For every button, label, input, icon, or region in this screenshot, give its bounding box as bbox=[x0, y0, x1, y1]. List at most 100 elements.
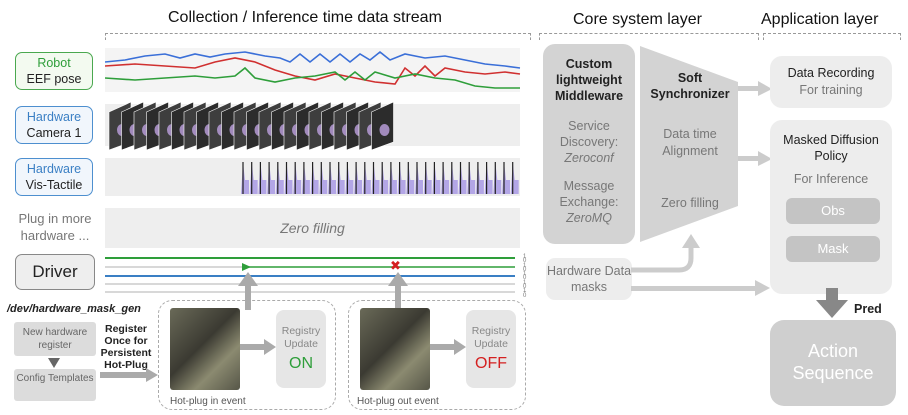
robot-strip bbox=[105, 48, 520, 92]
tactile-frame bbox=[441, 162, 450, 194]
camera-frames bbox=[108, 101, 394, 151]
middleware-box: Custom lightweight Middleware Service Di… bbox=[543, 44, 635, 244]
mask-level-label: 1 bbox=[523, 254, 527, 260]
tactile-tag: Hardware Vis-Tactile bbox=[15, 158, 93, 196]
hardware-masks-label: Hardware Data masks bbox=[546, 264, 632, 294]
robot-tag-line2: EEF pose bbox=[26, 72, 82, 86]
arrow-to-recording bbox=[738, 81, 772, 96]
tactile-tag-line2: Vis-Tactile bbox=[25, 178, 83, 192]
tactile-frame bbox=[449, 162, 458, 194]
camera-tag: Hardware Camera 1 bbox=[15, 106, 93, 144]
tactile-frame bbox=[502, 162, 510, 194]
synchronizer-shape bbox=[640, 46, 738, 242]
arrow-right-in bbox=[240, 339, 276, 355]
register-note-line4: Hot-Plug bbox=[104, 359, 148, 371]
camera-tag-line2: Camera 1 bbox=[26, 126, 82, 140]
tactile-frame bbox=[362, 162, 371, 194]
zero-filling-label: Zero filling bbox=[280, 220, 345, 236]
tactile-frame bbox=[345, 162, 354, 194]
mask-level-label: 0 bbox=[523, 266, 527, 273]
mask-level-label: 1 bbox=[523, 271, 527, 278]
tactile-frame bbox=[267, 162, 276, 194]
message-exchange-impl: ZeroMQ bbox=[566, 211, 612, 225]
application-bracket bbox=[763, 33, 901, 40]
service-discovery-label: Service Discovery: bbox=[559, 119, 619, 149]
tactile-frame bbox=[293, 162, 302, 194]
hotplug-out-marker: ✖ bbox=[390, 259, 401, 274]
camera-frame-highlight bbox=[379, 124, 390, 136]
arrow-down-register bbox=[48, 358, 60, 368]
tactile-frame bbox=[284, 162, 293, 194]
hardware-mask-lines: ✖ bbox=[105, 257, 515, 293]
hotplug-out-photo bbox=[360, 308, 430, 390]
time-alignment-label: Data time Alignment bbox=[662, 127, 718, 158]
driver-path: /dev/hardware_mask_gen bbox=[7, 303, 141, 315]
tactile-frame bbox=[258, 162, 267, 194]
registry-state-off: OFF bbox=[475, 355, 507, 372]
diffusion-policy-title: Masked Diffusion Policy bbox=[783, 133, 879, 163]
tactile-frame bbox=[354, 162, 363, 194]
tactile-frame bbox=[380, 162, 389, 194]
registry-update-in-label: Registry Update bbox=[281, 325, 321, 350]
arrow-up-in bbox=[238, 272, 258, 310]
tactile-frame bbox=[406, 162, 415, 194]
zero-filling-strip bbox=[105, 208, 520, 248]
register-note-line2: Once for bbox=[104, 335, 148, 347]
arrow-right-out bbox=[430, 339, 466, 355]
collection-header: Collection / Inference time data stream bbox=[168, 9, 442, 26]
robot-tag-line1: Robot bbox=[37, 56, 71, 70]
application-header: Application layer bbox=[761, 11, 879, 28]
hotplug-out-caption: Hot-plug out event bbox=[357, 396, 439, 407]
tactile-frame bbox=[371, 162, 380, 194]
mask-level-label: 0 bbox=[523, 292, 527, 299]
data-recording-box: Data Recording For training bbox=[770, 56, 892, 108]
registry-update-out-label: Registry Update bbox=[471, 325, 511, 350]
tactile-frame bbox=[388, 162, 397, 194]
message-exchange-label: Message Exchange: bbox=[559, 179, 619, 209]
plug-more-line1: Plug in more bbox=[18, 211, 92, 226]
tactile-frame bbox=[510, 162, 519, 194]
sync-zero-filling-label: Zero filling bbox=[661, 196, 719, 210]
camera-tag-line1: Hardware bbox=[26, 110, 82, 124]
arrow-up-out bbox=[388, 272, 408, 310]
tactile-frame bbox=[415, 162, 423, 194]
tactile-frames bbox=[241, 162, 519, 194]
register-note-line3: Persistent bbox=[100, 347, 152, 359]
mask-level-label: 0 bbox=[523, 258, 527, 265]
tactile-frame bbox=[328, 162, 336, 194]
tactile-frame bbox=[432, 162, 441, 194]
service-discovery-impl: Zeroconf bbox=[564, 151, 614, 165]
tactile-frame bbox=[275, 162, 284, 194]
plug-more-line2: hardware ... bbox=[20, 228, 90, 243]
tactile-frame bbox=[467, 162, 476, 194]
mask-level-label: 1 bbox=[523, 262, 527, 269]
register-note: Register Once for Persistent Hot-Plug bbox=[99, 323, 153, 371]
mask-level-label: 1 bbox=[523, 288, 527, 295]
core-bracket bbox=[539, 33, 759, 40]
trace-blue bbox=[105, 50, 521, 69]
robot-pose-traces bbox=[105, 50, 521, 89]
tactile-frame bbox=[423, 162, 432, 194]
core-header: Core system layer bbox=[573, 11, 702, 28]
config-templates: Config Templates bbox=[14, 369, 96, 401]
trace-red bbox=[105, 57, 521, 85]
trace-green bbox=[105, 66, 520, 89]
tactile-frame bbox=[319, 162, 328, 194]
tactile-frame bbox=[397, 162, 406, 194]
registry-update-out: Registry Update OFF bbox=[466, 310, 516, 388]
arrow-to-policy bbox=[738, 151, 772, 166]
tactile-frame bbox=[493, 162, 502, 194]
mask-arrows bbox=[631, 234, 770, 296]
mask-level-label: 0 bbox=[523, 284, 527, 291]
plug-more-label: Plug in more hardware ... bbox=[10, 210, 100, 244]
registry-update-in: Registry Update ON bbox=[276, 310, 326, 388]
obs-block: Obs bbox=[786, 198, 880, 224]
hotplug-in-photo bbox=[170, 308, 240, 390]
action-sequence-box: Action Sequence bbox=[770, 320, 896, 406]
tactile-frame bbox=[301, 162, 310, 194]
collection-bracket bbox=[105, 33, 531, 40]
arrow-pred bbox=[816, 288, 848, 318]
data-recording-title: Data Recording bbox=[787, 66, 875, 80]
register-note-line1: Register bbox=[104, 323, 147, 335]
